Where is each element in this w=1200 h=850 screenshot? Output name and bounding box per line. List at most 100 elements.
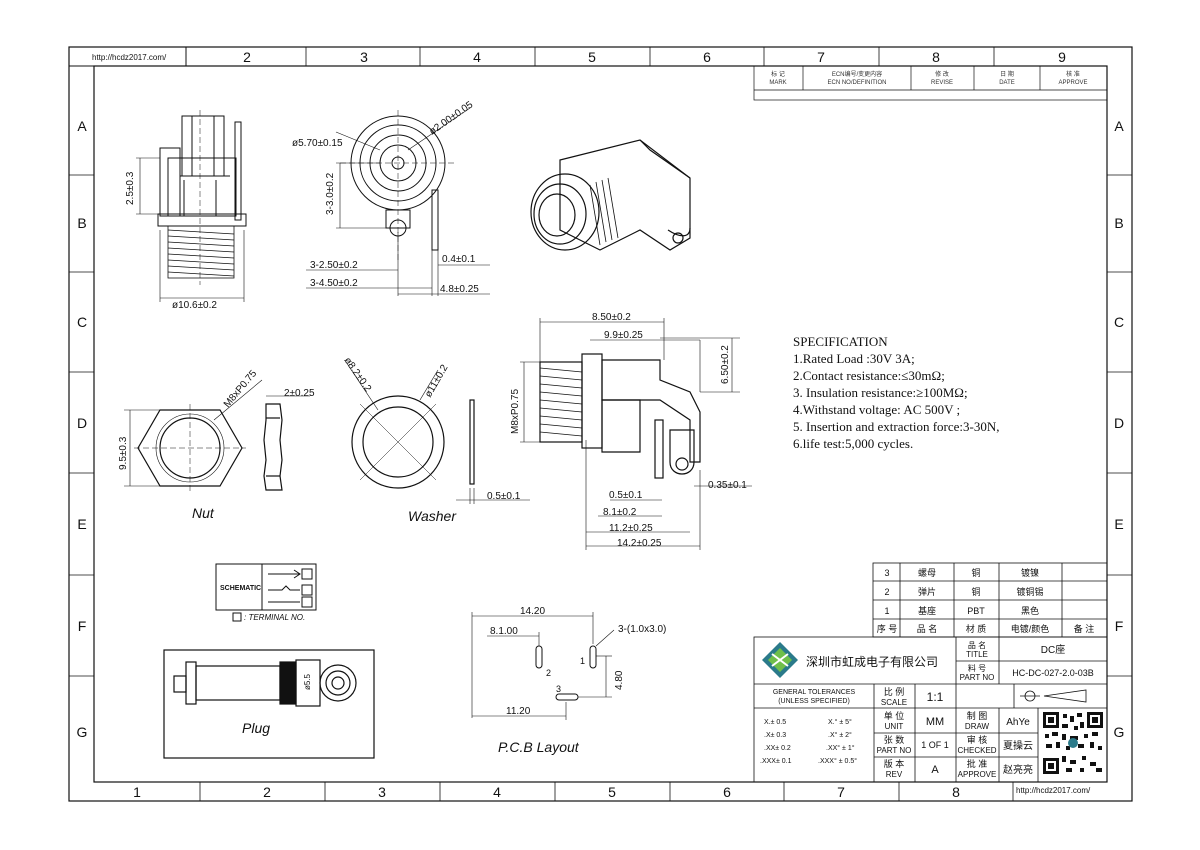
- unit-label-en: UNIT: [885, 722, 904, 731]
- spec-line: 4.Withstand voltage: AC 500V ;: [793, 402, 961, 417]
- dim-text: 8.1±0.2: [603, 507, 637, 518]
- jack-side-assembly: 8.50±0.2 9.9±0.25 6.50±0.2 M8xP0.75 0.5±…: [510, 312, 752, 550]
- rev-approve-en: APPROVE: [1058, 80, 1087, 86]
- row-label-left: A: [77, 118, 87, 134]
- spec-line: 2.Contact resistance:≤30mΩ;: [793, 368, 945, 383]
- sheet-value: 1 OF 1: [921, 740, 949, 750]
- tolerance-value: .XXX° ± 0.5°: [818, 757, 857, 765]
- col-label-top: 8: [932, 49, 940, 65]
- dim-text: 0.5±0.1: [487, 491, 521, 502]
- dim-text: 3-3.0±0.2: [325, 172, 336, 215]
- dim-text: ø2.00±0.05: [427, 99, 475, 137]
- dim-text: 2±0.25: [284, 388, 315, 399]
- col-label-top: 2: [243, 49, 251, 65]
- col-label-top: 6: [703, 49, 711, 65]
- dim-text: ø10.6±0.2: [172, 300, 217, 311]
- terminal-label: : TERMINAL NO.: [244, 613, 305, 622]
- col-label-bottom: 5: [608, 784, 616, 800]
- rev-ecn-cn: ECN编号/变更内容: [832, 70, 882, 78]
- col-label-bottom: 6: [723, 784, 731, 800]
- spec-title: SPECIFICATION: [793, 334, 888, 349]
- dim-text: 4.8±0.25: [440, 284, 479, 295]
- row-label-left: E: [77, 516, 86, 532]
- check-label-en: CHECKED: [957, 746, 996, 755]
- partno-value: HC-DC-027-2.0-03B: [1012, 668, 1094, 678]
- row-label-left: B: [77, 215, 86, 231]
- row-label-left: G: [77, 724, 88, 740]
- partno-label-cn: 料 号: [968, 663, 986, 673]
- jack-isometric-view: [530, 139, 691, 251]
- tolerance-value: .XX± 0.2: [764, 745, 791, 752]
- scale-label-cn: 比 例: [884, 686, 905, 697]
- sheet-label-en: PART NO: [877, 746, 912, 755]
- col-label-top: 4: [473, 49, 481, 65]
- row-label-right: D: [1114, 415, 1124, 431]
- dim-text: 2.5±0.3: [125, 171, 136, 205]
- title-label-en: TITLE: [966, 650, 988, 659]
- specification-block: SPECIFICATION 1.Rated Load :30V 3A; 2.Co…: [793, 333, 999, 452]
- rev-approve-cn: 核 准: [1066, 70, 1080, 78]
- tolerance-value: .X° ± 2°: [828, 731, 852, 739]
- bom-cell: 弹片: [918, 586, 936, 597]
- col-label-top: 7: [817, 49, 825, 65]
- col-label-bottom: 2: [263, 784, 271, 800]
- spec-line: 1.Rated Load :30V 3A;: [793, 351, 915, 366]
- bottom-url: http://hcdz2017.com/: [1016, 786, 1091, 795]
- row-label-left: D: [77, 415, 87, 431]
- jack-front-view: ø5.70±0.15 ø2.00±0.05 3-3.0±0.2 3-2.50±0…: [292, 99, 490, 296]
- draw-value: AhYe: [1006, 717, 1030, 728]
- rev-mark-en: MARK: [769, 80, 786, 86]
- col-label-bottom: 7: [837, 784, 845, 800]
- dim-text: ø11±0.2: [423, 363, 451, 400]
- check-label-cn: 审 核: [967, 734, 988, 745]
- pin-number: 2: [546, 668, 551, 678]
- top-url: http://hcdz2017.com/: [92, 53, 167, 62]
- tolerance-title: GENERAL TOLERANCES: [773, 689, 856, 696]
- dim-text: M8xP0.75: [222, 368, 260, 410]
- bom-cell: 螺母: [918, 568, 936, 578]
- rev-date-en: DATE: [999, 80, 1015, 86]
- title-block: 深圳市虹成电子有限公司 品 名 TITLE DC座 料 号 PART NO HC…: [753, 636, 1108, 783]
- bom-header: 序 号: [877, 623, 898, 634]
- title-value: DC座: [1041, 643, 1065, 656]
- check-value: 夏操云: [1003, 739, 1033, 752]
- row-label-left: F: [78, 618, 87, 634]
- col-label-top: 9: [1058, 49, 1066, 65]
- approve-label-en: APPROVE: [958, 770, 997, 779]
- rev-revise-cn: 修 改: [935, 70, 949, 78]
- bom-cell: 3: [884, 568, 889, 578]
- tolerance-value: X.° ± 5°: [828, 718, 852, 726]
- bom-cell: 铜: [971, 586, 980, 597]
- bom-cell: 1: [884, 606, 889, 616]
- dim-text: 11.20: [506, 706, 531, 717]
- approve-label-cn: 批 准: [967, 758, 988, 769]
- bom-header: 材 质: [966, 623, 987, 634]
- rev-mark-cn: 标 记: [771, 70, 785, 78]
- dim-text: 0.4±0.1: [442, 254, 476, 265]
- pcb-layout-label: P.C.B Layout: [498, 739, 580, 755]
- dim-text: 4.80: [614, 670, 625, 690]
- partno-label-en: PART NO: [960, 673, 995, 682]
- dim-text: 9.9±0.25: [604, 330, 643, 341]
- plug-drawing: ø5.5 Plug: [163, 649, 375, 759]
- row-label-right: E: [1114, 516, 1123, 532]
- nut-label: Nut: [192, 505, 215, 521]
- bom-cell: 2: [884, 587, 889, 597]
- bom-cell: 基座: [918, 605, 936, 616]
- dim-text: 9.5±0.3: [118, 436, 129, 470]
- schematic-label: SCHEMATIC: [220, 585, 261, 592]
- tolerance-subtitle: (UNLESS SPECIFIED): [778, 698, 850, 705]
- row-label-left: C: [77, 314, 87, 330]
- row-label-right: G: [1114, 724, 1125, 740]
- projection-symbol: [1020, 689, 1087, 703]
- dim-text: ø5.70±0.15: [292, 138, 343, 149]
- bom-header: 备 注: [1074, 623, 1095, 634]
- company-logo: [762, 642, 798, 678]
- dim-text: 3-(1.0x3.0): [618, 624, 666, 635]
- bom-cell: 铜: [971, 567, 980, 578]
- dim-text: 3-4.50±0.2: [310, 278, 358, 289]
- jack-side-view: 2.5±0.3 ø10.6±0.2: [125, 110, 247, 311]
- sheet-label-cn: 张 数: [884, 734, 905, 745]
- dim-text: 14.2±0.25: [617, 538, 662, 549]
